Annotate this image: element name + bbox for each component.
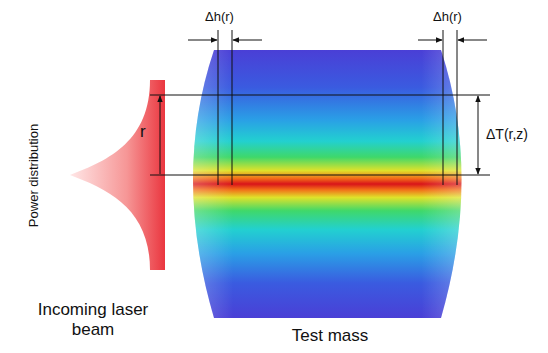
test-mass-shading	[193, 50, 462, 318]
caption-label: Test mass	[292, 326, 369, 346]
reference-lines	[150, 30, 490, 185]
dimension-label: Δh(r)	[433, 10, 462, 25]
dimension-label: Δh(r)	[205, 10, 234, 25]
temperature-label: ΔT(r,z)	[486, 126, 528, 142]
radius-label: r	[140, 122, 146, 142]
caption-label: Incoming laser beam	[18, 300, 168, 339]
test-mass	[193, 50, 462, 318]
dimension-arrows	[160, 40, 487, 174]
axis-label: Power distribution	[28, 123, 43, 226]
